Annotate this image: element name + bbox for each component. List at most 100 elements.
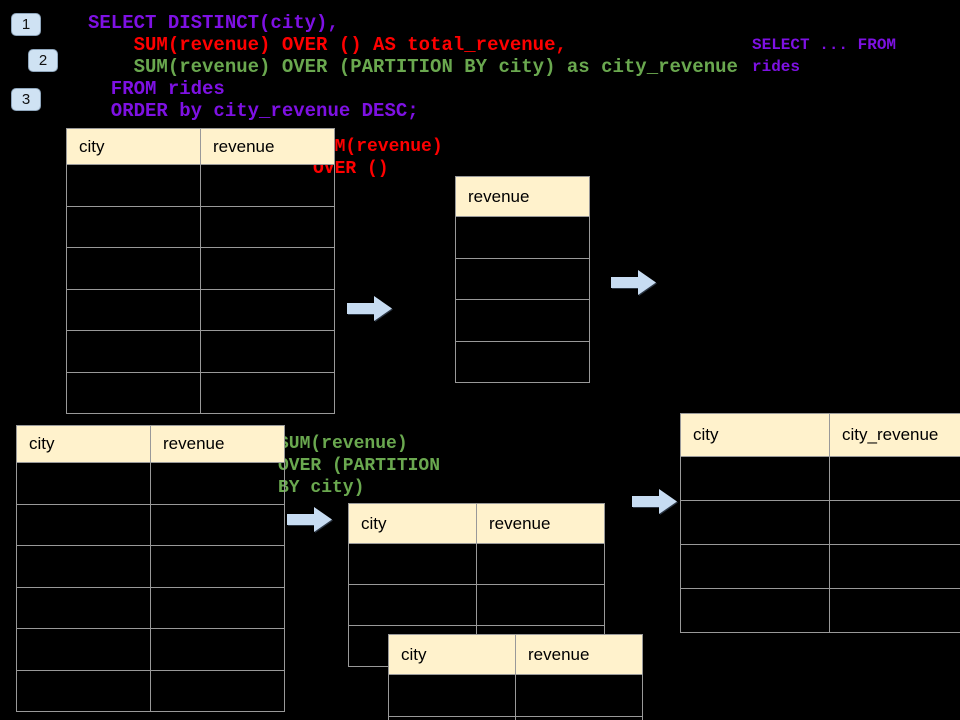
empty-cell [388,674,516,717]
empty-cell [348,543,477,585]
table-row [455,299,590,342]
code-line: SELECT DISTINCT(city), [88,12,339,34]
column-header: revenue [200,128,335,165]
empty-cell [66,247,201,290]
code-line: rides [752,58,801,76]
step-badge-3: 3 [11,88,41,111]
empty-cell [680,500,830,545]
table-row [16,628,285,671]
code-line: SUM(revenue) [313,137,443,157]
empty-cell [200,247,335,290]
empty-cell [150,462,285,505]
table-row [455,216,590,259]
table-row [455,257,590,300]
column-header: city [66,128,201,165]
code-line: OVER (PARTITION [278,456,441,476]
empty-cell [16,628,151,671]
empty-cell [829,456,960,501]
empty-cell [476,543,605,585]
code-line: SELECT ... FROM [752,36,897,54]
table-row [16,586,285,629]
step-badge-1: 1 [11,13,41,36]
empty-cell [66,330,201,373]
code-line: FROM rides [88,78,225,100]
column-header: revenue [476,503,605,544]
code-line: BY city) [278,478,365,498]
empty-cell [515,674,643,717]
empty-cell [388,716,516,720]
empty-cell [455,340,590,383]
empty-cell [66,205,201,248]
flow-arrow-partition-result [632,489,677,514]
table-row [348,543,605,585]
table-row [66,288,335,331]
flow-arrow-total-result [611,270,656,295]
empty-cell [16,586,151,629]
empty-cell [348,584,477,626]
empty-cell [16,545,151,588]
empty-cell [16,462,151,505]
table-row [680,456,960,501]
table-row [16,462,285,505]
table-row [680,588,960,633]
empty-cell [680,456,830,501]
empty-cell [200,330,335,373]
empty-cell [150,669,285,712]
table-row [680,500,960,545]
column-header: city [680,413,830,457]
flow-arrow-partition [287,507,332,532]
empty-cell [150,503,285,546]
side-note: SELECT ... FROM rides [752,34,896,78]
revenue-column-table: revenue [455,176,590,383]
empty-cell [66,164,201,207]
empty-cell [200,371,335,414]
empty-cell [16,669,151,712]
right-arrow-icon [611,270,656,295]
table-row [388,674,643,717]
empty-cell [455,257,590,300]
empty-cell [680,588,830,633]
table-row [66,371,335,414]
code-line: ORDER by city_revenue DESC; [88,100,419,122]
table-row [16,669,285,712]
right-arrow-icon [347,296,392,321]
empty-cell [150,628,285,671]
code-line: SUM(revenue) OVER () AS total_revenue, [88,34,567,56]
table-row [66,247,335,290]
empty-cell [829,500,960,545]
column-header: city [16,425,151,463]
column-header: city_revenue [829,413,960,457]
empty-cell [150,586,285,629]
table-row [348,584,605,626]
empty-cell [200,288,335,331]
column-header: revenue [515,634,643,675]
code-line: SUM(revenue) OVER (PARTITION BY city) as… [88,56,738,78]
empty-cell [16,503,151,546]
flow-arrow-total [347,296,392,321]
step-badge-2: 2 [28,49,58,72]
empty-cell [66,371,201,414]
empty-cell [680,544,830,589]
table-row [66,164,335,207]
empty-cell [455,299,590,342]
sql-code: SELECT DISTINCT(city), SUM(revenue) OVER… [88,12,738,122]
empty-cell [829,588,960,633]
table-row [680,544,960,589]
column-header: revenue [455,176,590,217]
table-row [16,503,285,546]
empty-cell [476,584,605,626]
right-arrow-icon [632,489,677,514]
empty-cell [515,716,643,720]
